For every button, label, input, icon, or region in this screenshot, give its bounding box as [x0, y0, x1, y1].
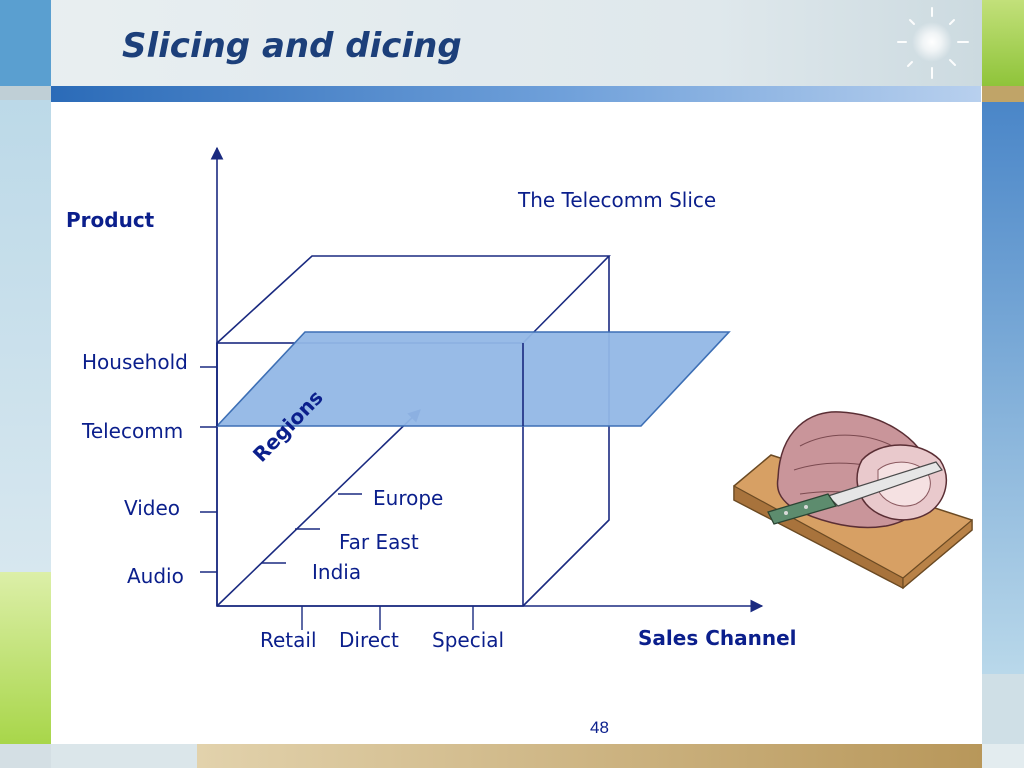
- product-telecomm-label: Telecomm: [82, 419, 184, 443]
- product-video-label: Video: [124, 496, 181, 520]
- region-india-label: India: [312, 560, 362, 584]
- right-stripe-grey: [982, 674, 1024, 744]
- bottom-band-left: [51, 744, 197, 768]
- right-stripe-blue: [982, 102, 1024, 674]
- product-axis-label: Product: [66, 208, 155, 232]
- page-number: 48: [590, 718, 609, 737]
- right-stripe-green: [982, 0, 1024, 86]
- right-stripe-gold: [982, 86, 1024, 102]
- product-audio-label: Audio: [127, 564, 184, 588]
- left-stripe-blue: [0, 0, 51, 86]
- region-far-east-label: Far East: [339, 530, 419, 554]
- slide-title: Slicing and dicing: [122, 26, 462, 66]
- slice-caption: The Telecomm Slice: [518, 188, 717, 212]
- cube-top-edges: [216, 255, 611, 344]
- left-stripe-bottom: [0, 744, 51, 768]
- sales-channel-axis-label: Sales Channel: [638, 626, 797, 650]
- region-europe-label: Europe: [373, 486, 444, 510]
- product-household-label: Household: [82, 350, 188, 374]
- left-divider-strip: [0, 86, 51, 100]
- top-band: [0, 0, 1024, 86]
- telecomm-slice: [215, 331, 731, 427]
- channel-retail-label: Retail: [260, 628, 317, 652]
- title-underline-bar: [51, 86, 981, 102]
- bottom-band-gold: [197, 744, 982, 768]
- right-stripe-bottom: [982, 744, 1024, 768]
- regions-axis: [216, 409, 421, 607]
- channel-direct-label: Direct: [339, 628, 399, 652]
- left-stripe-lightblue: [0, 100, 51, 572]
- left-stripe-green: [0, 572, 51, 744]
- channel-special-label: Special: [432, 628, 505, 652]
